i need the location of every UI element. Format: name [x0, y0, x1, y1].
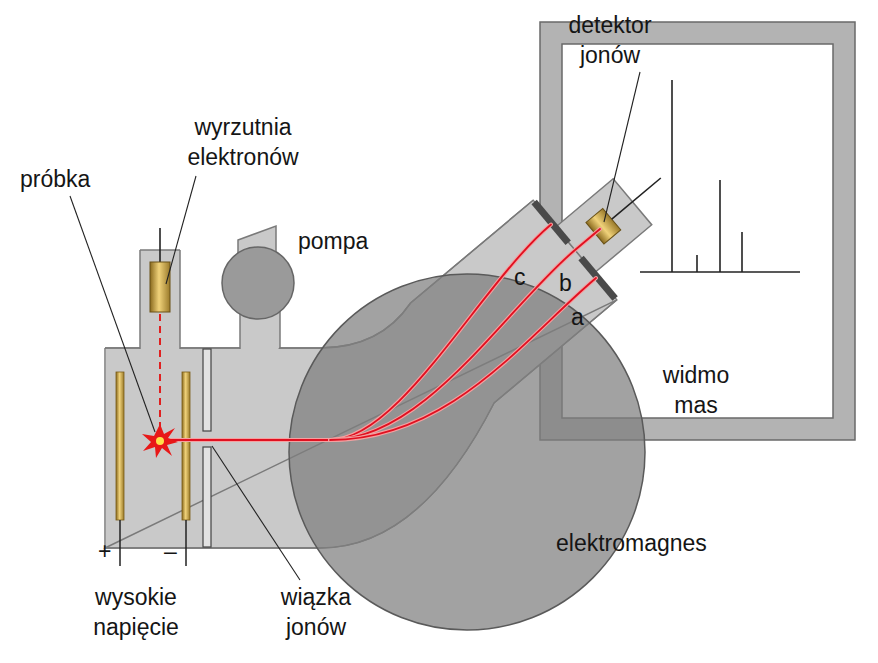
part-label: wiązka jonów [258, 582, 374, 642]
gun-neck [140, 250, 180, 350]
electrode-minus [182, 372, 190, 520]
electromagnet [289, 274, 645, 630]
spectrum [640, 80, 800, 272]
beam-letter: a [571, 302, 585, 332]
part-label: pompa [298, 226, 388, 256]
electron-gun [150, 262, 170, 312]
part-label: wyrzutnia elektronów [168, 112, 318, 172]
part-label: detektor jonów [548, 10, 672, 70]
detector [531, 130, 701, 301]
ionisation-burst [142, 424, 178, 458]
polarity-sign: + [98, 536, 114, 566]
slit [203, 349, 211, 431]
part-label: elektromagnes [556, 528, 726, 558]
part-label: próbka [20, 164, 110, 194]
part-label: widmo mas [655, 360, 737, 420]
part-label: wysokie napięcie [82, 582, 190, 642]
leader-lines [70, 72, 640, 580]
polarity-sign: – [164, 536, 180, 566]
electrode-plus [116, 372, 124, 520]
ion-beams [162, 225, 600, 441]
pump [222, 247, 294, 319]
beam-letter: c [514, 262, 528, 292]
beam-letter: b [559, 268, 573, 298]
